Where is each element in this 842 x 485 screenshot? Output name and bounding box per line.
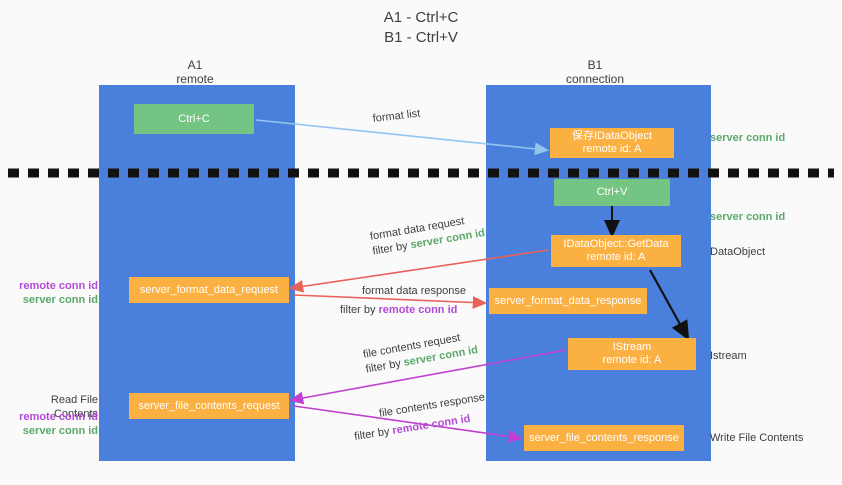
diagram-title: A1 - Ctrl+C B1 - Ctrl+V xyxy=(383,9,459,46)
box-server-format-data-response[interactable]: server_format_data_response xyxy=(489,288,647,314)
label-server-conn-id-top: server conn id xyxy=(710,131,785,145)
box-ctrl-v[interactable]: Ctrl+V xyxy=(554,179,670,206)
label-conn-ids-format: remote conn id server conn id xyxy=(10,279,98,307)
edge-label-file-contents-response: file contents response filter by remote … xyxy=(353,390,489,443)
label-server-conn-id-top-text: server conn id xyxy=(710,132,786,144)
label-read-file-contents: Read File Contents xyxy=(6,393,98,421)
label-write-file-contents-text: Write File Contents xyxy=(710,432,804,444)
column-header-a1-sub: remote xyxy=(176,72,214,86)
label-write-file-contents: Write File Contents xyxy=(710,431,803,445)
box-server-file-contents-response-label: server_file_contents_response xyxy=(529,431,679,444)
column-header-b1: B1 connection xyxy=(535,58,655,86)
column-header-a1-name: A1 xyxy=(187,58,203,72)
edge-label-format-list: format list xyxy=(372,107,421,127)
edge-label-format-data-response: format data response filter by remote co… xyxy=(340,284,466,318)
label-server-conn-id-2: server conn id xyxy=(22,425,98,437)
label-server-conn-id-second: server conn id xyxy=(710,210,785,224)
box-ctrl-c[interactable]: Ctrl+C xyxy=(134,104,254,134)
box-server-format-data-request[interactable]: server_format_data_request xyxy=(129,277,289,303)
box-save-idataobject[interactable]: 保存IDataObject remote id: A xyxy=(550,128,674,158)
box-server-format-data-response-label: server_format_data_response xyxy=(494,294,642,307)
edge-label-format-data-response-line2: filter by remote conn id xyxy=(340,303,466,318)
box-idataobject-getdata-label: IDataObject::GetData remote id: A xyxy=(563,238,669,263)
box-ctrl-v-label: Ctrl+V xyxy=(596,186,628,198)
box-ctrl-c-label: Ctrl+C xyxy=(178,112,210,125)
label-dataobject: DataObject xyxy=(710,245,765,259)
edge-label-format-data-response-prefix: filter by xyxy=(340,304,379,316)
label-istream: Istream xyxy=(710,349,747,363)
label-read-file-contents-text: Read File Contents xyxy=(50,394,98,420)
edge-label-file-contents-response-prefix: filter by xyxy=(353,425,394,443)
column-header-b1-sub: connection xyxy=(565,72,625,86)
column-header-a1: A1 remote xyxy=(135,58,255,86)
edge-label-format-data-request: format data request filter by server con… xyxy=(369,211,486,259)
edge-label-format-data-response-line1: format data response xyxy=(362,285,466,297)
label-remote-conn-id-1: remote conn id xyxy=(19,280,98,292)
label-istream-text: Istream xyxy=(710,350,747,362)
edge-label-file-contents-request: file contents request filter by server c… xyxy=(362,328,479,377)
box-save-idataobject-label: 保存IDataObject remote id: A xyxy=(571,130,653,155)
label-server-conn-id-1: server conn id xyxy=(22,294,98,306)
label-dataobject-text: DataObject xyxy=(710,246,766,258)
edge-label-format-list-text: format list xyxy=(372,107,421,125)
label-server-conn-id-second-text: server conn id xyxy=(710,211,786,223)
label-conn-ids-file: remote conn id server conn id xyxy=(10,410,98,438)
column-header-b1-name: B1 xyxy=(587,58,603,72)
box-server-file-contents-response[interactable]: server_file_contents_response xyxy=(524,425,684,451)
box-istream-label: IStream remote id: A xyxy=(602,341,662,366)
box-istream[interactable]: IStream remote id: A xyxy=(568,338,696,370)
box-server-file-contents-request[interactable]: server_file_contents_request xyxy=(129,393,289,419)
box-server-format-data-request-label: server_format_data_request xyxy=(139,283,279,296)
box-idataobject-getdata[interactable]: IDataObject::GetData remote id: A xyxy=(551,235,681,267)
edge-label-format-data-response-key: remote conn id xyxy=(378,304,458,316)
label-remote-conn-id-2: remote conn id xyxy=(19,411,98,423)
box-server-file-contents-request-label: server_file_contents_request xyxy=(138,399,280,412)
